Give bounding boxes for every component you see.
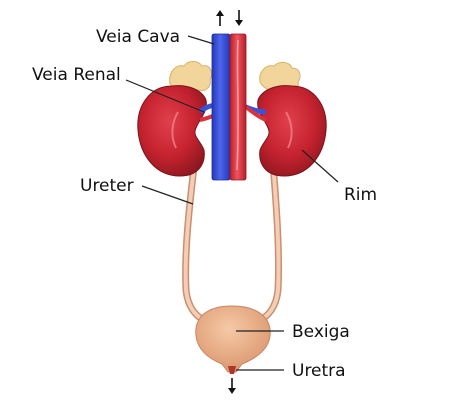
kidney-label: Rim [344, 185, 377, 205]
vena-cava-leader [187, 35, 215, 45]
bladder-shape [195, 305, 271, 373]
ureter-label: Ureter [80, 176, 134, 196]
kidney-leader [301, 149, 339, 183]
bladder-label: Bexiga [292, 322, 350, 342]
up-arrow-icon [216, 10, 224, 26]
vena-cava-label: Veia Cava [96, 27, 180, 47]
renal-vein-leader [125, 79, 205, 113]
vena-cava [211, 33, 231, 181]
renal-vein-label: Veia Renal [32, 65, 121, 85]
urethra-shape [228, 366, 236, 374]
urethra-arrow-icon [228, 378, 236, 394]
ureter-leader [141, 185, 194, 205]
urethra-label: Uretra [292, 361, 346, 381]
down-arrow-icon [235, 10, 243, 26]
